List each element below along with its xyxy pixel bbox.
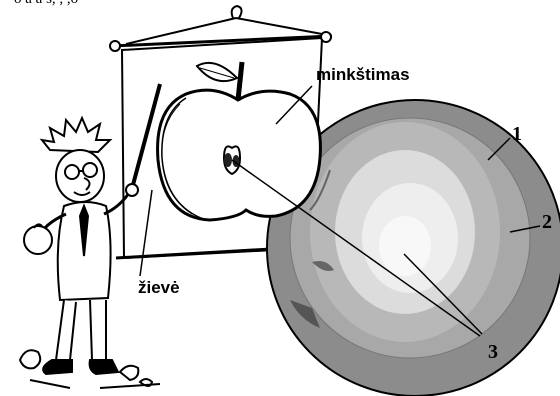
- label-number-1: 1: [512, 123, 522, 145]
- label-number-2: 2: [542, 211, 552, 233]
- label-pulp: minkštimas: [316, 65, 410, 84]
- label-peel: žievė: [138, 278, 180, 297]
- teacher-figure: [24, 118, 138, 374]
- label-number-3: 3: [488, 341, 498, 363]
